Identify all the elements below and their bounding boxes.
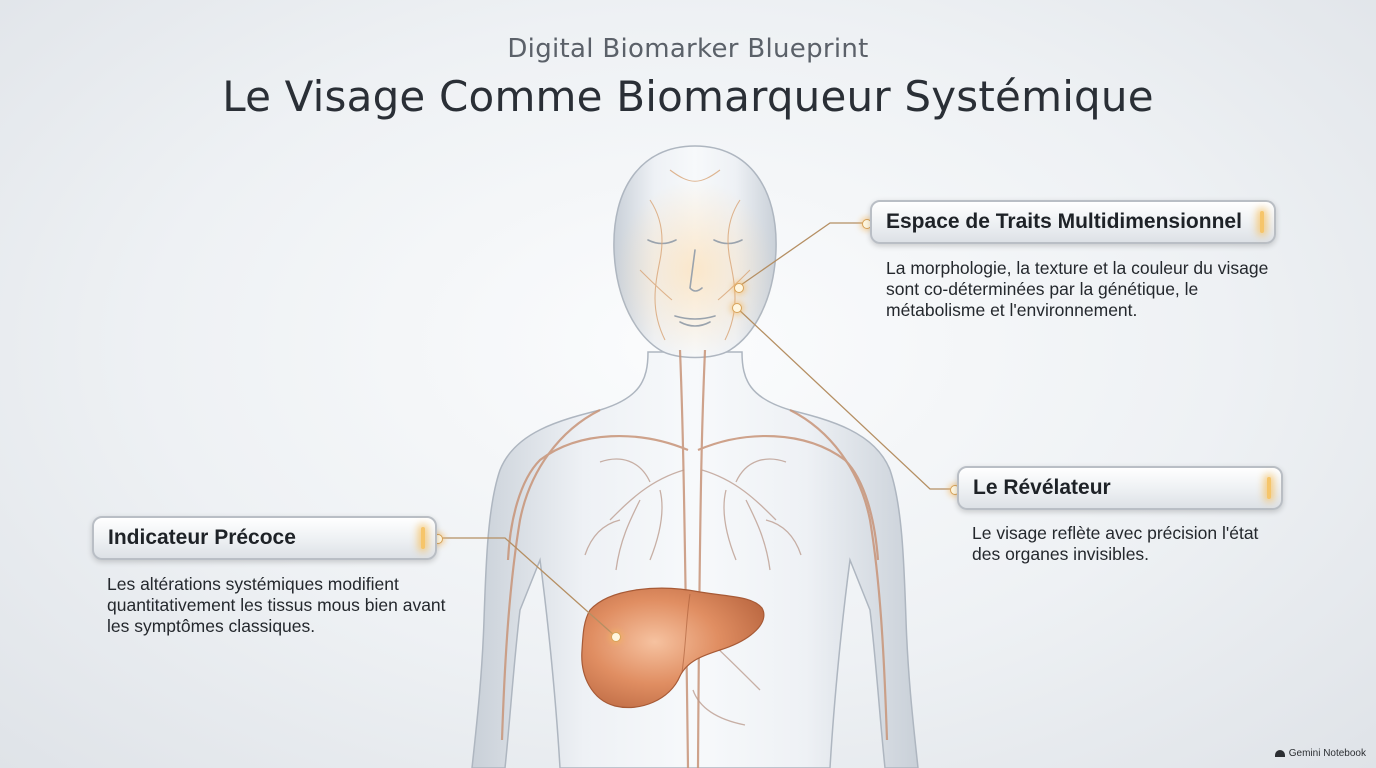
liver-icon — [581, 587, 765, 709]
callout-title-revelateur-label: Le Révélateur — [973, 476, 1111, 499]
face-glow — [615, 180, 775, 360]
callout-text-indicateur: Les altérations systémiques modifient qu… — [107, 574, 446, 636]
connector-lines — [437, 222, 958, 637]
callout-text-traits: La morphologie, la texture et la couleur… — [886, 258, 1269, 320]
callout-title-traits: Espace de Traits Multidimensionnel — [870, 200, 1276, 244]
notebook-logo-icon — [1274, 750, 1285, 757]
callout-title-traits-label: Espace de Traits Multidimensionnel — [886, 210, 1242, 233]
watermark-label: Gemini Notebook — [1288, 748, 1366, 759]
callout-title-indicateur-label: Indicateur Précoce — [108, 526, 296, 549]
liver-lobe-line — [681, 593, 691, 673]
callout-text-revelateur: Le visage reflète avec précision l'état … — [972, 523, 1259, 564]
page-subtitle: Digital Biomarker Blueprint — [507, 34, 869, 64]
page-title: Le Visage Comme Biomarqueur Systémique — [222, 72, 1154, 121]
glow-accent-icon — [1260, 211, 1264, 233]
callout-title-revelateur: Le Révélateur — [957, 466, 1283, 510]
connector-dot-face-lower — [732, 303, 742, 313]
connector-dot-liver — [611, 632, 621, 642]
callout-title-indicateur: Indicateur Précoce — [92, 516, 437, 560]
watermark: Gemini Notebook — [1274, 748, 1366, 759]
glow-accent-icon — [1267, 477, 1271, 499]
glow-accent-icon — [421, 527, 425, 549]
connector-dot-face-upper — [734, 283, 744, 293]
